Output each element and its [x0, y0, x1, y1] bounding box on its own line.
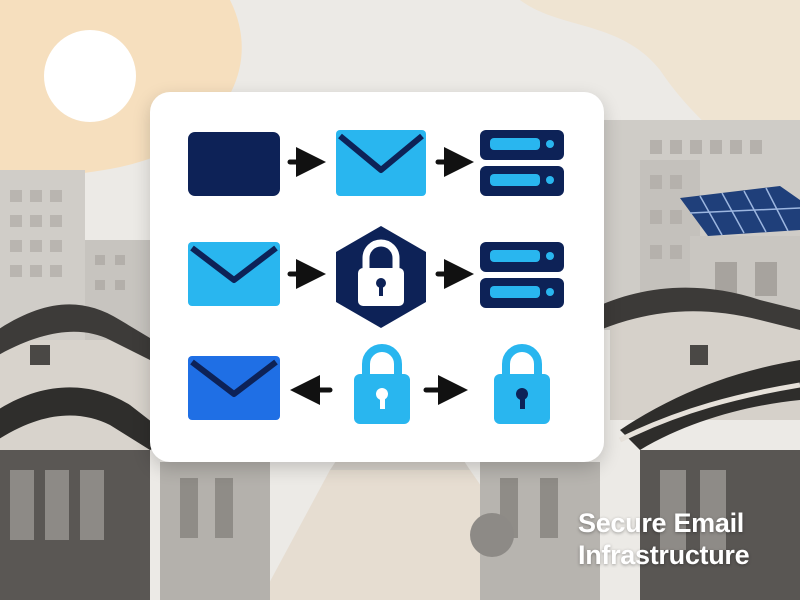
envelope-icon — [188, 356, 280, 420]
caption-line-1: Secure Email — [578, 508, 744, 538]
sun — [44, 30, 136, 122]
caption-line-2: Infrastructure — [578, 540, 750, 570]
server-icon — [480, 130, 564, 196]
document-icon — [188, 132, 280, 196]
flow-row-3 — [188, 344, 550, 424]
hanok-house-left — [0, 304, 175, 600]
lock-hexagon-icon — [336, 226, 426, 328]
hanok-house-right — [590, 287, 800, 600]
flow-card — [150, 92, 604, 462]
flow-row-1 — [188, 130, 564, 196]
lock-icon — [354, 344, 410, 424]
lock-icon — [494, 344, 550, 424]
envelope-icon — [336, 130, 426, 196]
solar-panel — [680, 186, 800, 236]
server-icon — [480, 242, 564, 308]
caption-title: Secure Email Infrastructure — [578, 507, 788, 571]
flow-row-2 — [188, 226, 564, 328]
envelope-icon — [188, 242, 280, 306]
